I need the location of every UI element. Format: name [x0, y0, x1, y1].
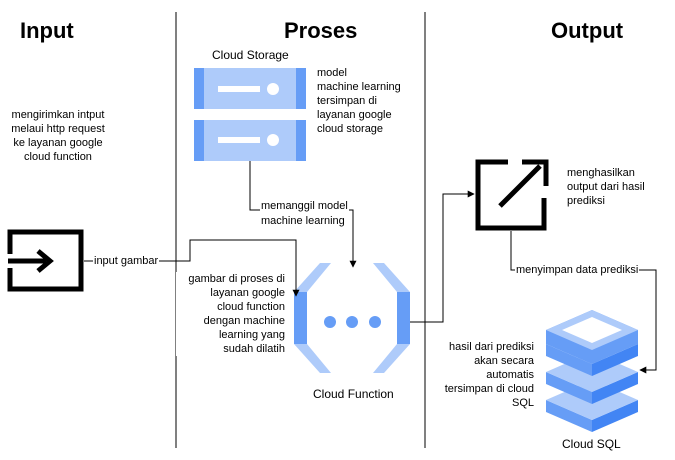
cloud-storage-label: Cloud Storage: [212, 48, 289, 62]
cloud-storage-description: model machine learning tersimpan di laya…: [317, 67, 401, 135]
column-title-input: Input: [20, 18, 74, 43]
output-description: menghasilkan output dari hasil prediksi: [567, 167, 645, 207]
cloud-function-description: gambar di proses di layanan google cloud…: [176, 272, 286, 356]
column-title-output: Output: [551, 18, 624, 43]
column-title-proses: Proses: [284, 18, 358, 43]
edge-label-memanggil-model: memanggil model machine learning: [260, 199, 349, 229]
cloud-function-label: Cloud Function: [313, 387, 394, 401]
cloud-sql-description: hasil dari prediksi akan secara automati…: [444, 341, 534, 409]
cloud-sql-icon: [546, 310, 638, 432]
input-description: mengirimkan intput melaui http request k…: [11, 109, 105, 163]
cloud-sql-label: Cloud SQL: [562, 437, 621, 451]
edge-output-to-sql: [510, 231, 657, 374]
edge-label-menyimpan-data: menyimpan data prediksi: [515, 263, 640, 277]
edge-label-input-gambar: input gambar: [93, 254, 160, 268]
input-arrow-icon: [7, 229, 84, 292]
open-in-new-icon: [475, 159, 549, 231]
cloud-function-icon: [294, 263, 410, 373]
cloud-storage-icon: [194, 68, 306, 161]
edge-function-to-output: [410, 190, 475, 323]
